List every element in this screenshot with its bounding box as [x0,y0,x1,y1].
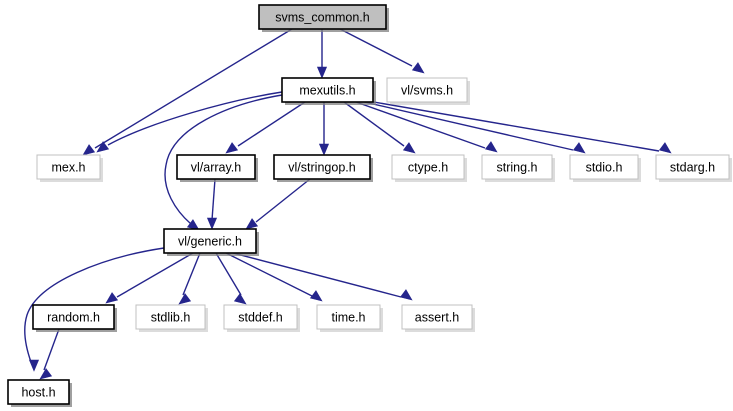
node-box[interactable] [32,304,115,330]
edge-mexutils-to-mex [96,91,283,153]
node-box[interactable] [36,154,101,180]
edges-layer [24,28,672,380]
edge-mexutils-to-stdarg [361,99,672,154]
node-box[interactable] [135,304,206,330]
arrowhead-icon [39,368,53,380]
node-vl_array[interactable]: vl/array.hvl/array.h [176,154,258,182]
arrowhead-icon [82,144,96,156]
edge-svms_common-to-mexutils [316,29,328,79]
edge-vl_stringop-to-vl_generic [245,178,311,230]
edge-vl_array-to-vl_generic [206,178,218,230]
arrowhead-icon [484,141,498,153]
arrowhead-icon [411,62,425,74]
node-box[interactable] [273,154,371,180]
arrowhead-icon [28,359,40,372]
node-box[interactable] [391,154,465,180]
edge-mexutils-to-vl_array [225,101,306,154]
arrowhead-icon [309,290,323,302]
arrowhead-icon [318,143,330,156]
arrowhead-icon [225,142,239,154]
node-box[interactable] [481,154,553,180]
node-box[interactable] [386,77,468,103]
arrowhead-icon [105,292,119,304]
node-box[interactable] [258,4,387,30]
arrowhead-icon [572,142,586,154]
edge-vl_generic-to-random [105,252,194,304]
node-box[interactable] [281,77,374,103]
node-box[interactable] [163,228,257,254]
edge-vl_generic-to-time [225,252,323,302]
arrowhead-icon [178,293,192,305]
arrowhead-icon [96,141,110,153]
edge-mexutils-to-vl_stringop [318,102,330,156]
arrowhead-icon [245,218,259,230]
edge-vl_generic-to-stddef [215,252,247,305]
edge-vl_generic-to-host [24,247,165,372]
node-vl_svms[interactable]: vl/svms.hvl/svms.h [386,77,470,105]
edge-mexutils-to-string [355,101,498,153]
edge-vl_generic-to-assert [232,252,413,301]
arrowhead-icon [658,142,672,154]
node-box[interactable] [176,154,256,180]
arrowhead-icon [399,289,413,301]
node-box[interactable] [223,304,298,330]
node-vl_stringop[interactable]: vl/stringop.hvl/stringop.h [273,154,373,182]
node-box[interactable] [569,154,639,180]
edge-random-to-host [39,328,60,380]
node-box[interactable] [316,304,381,330]
node-vl_generic[interactable]: vl/generic.hvl/generic.h [163,228,259,256]
edge-mexutils-to-stdio [359,100,586,154]
arrowhead-icon [316,66,328,79]
edge-svms_common-to-mex [82,28,293,156]
edge-vl_generic-to-stdlib [178,252,201,305]
node-svms_common[interactable]: svms_common.hsvms_common.h [258,4,389,32]
node-box[interactable] [7,379,70,405]
arrowhead-icon [233,293,247,305]
nodes-layer: svms_common.hsvms_common.h mexutils.hmexu… [7,4,732,407]
arrowhead-icon [206,217,218,230]
edge-mexutils-to-ctype [343,101,416,154]
node-box[interactable] [655,154,730,180]
node-box[interactable] [401,304,473,330]
edge-svms_common-to-vl_svms [339,28,425,74]
arrowhead-icon [402,142,416,154]
